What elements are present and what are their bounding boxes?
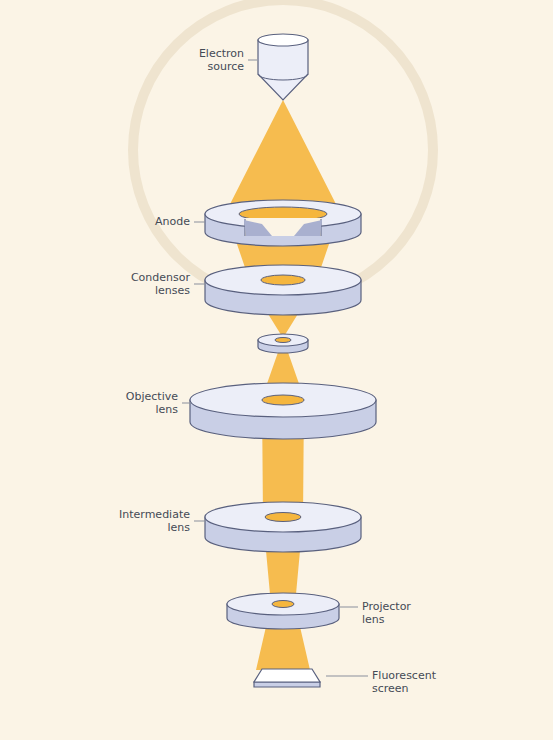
screen-top: [254, 669, 320, 682]
leader-line: [248, 60, 257, 61]
leader-line: [194, 521, 206, 522]
objective-label: Objective lens: [116, 390, 178, 416]
condenser-lens-hole: [261, 275, 305, 285]
leader-line: [194, 222, 205, 223]
source-rim: [258, 74, 308, 80]
leader-line: [326, 676, 368, 677]
condenser-lens-top: [205, 265, 361, 295]
intermediate-label: Intermediate lens: [108, 508, 190, 534]
projector-lens: [227, 593, 339, 629]
leader-line: [194, 284, 206, 285]
anode-cutout: [245, 218, 321, 236]
anode-label: Anode: [130, 215, 190, 228]
intermediate-lens: [205, 502, 361, 552]
condenser-label: Condensor lenses: [116, 271, 190, 297]
anode-cutout-edge: [245, 219, 321, 236]
projector-lens-hole: [272, 601, 294, 608]
condenser-aperture-hole: [275, 338, 291, 343]
leader-line: [340, 607, 358, 608]
projector-lens-top: [227, 593, 339, 615]
objective-lens-top: [190, 383, 376, 417]
electron-source: [258, 34, 308, 100]
anode-inner-wall: [294, 220, 322, 236]
leader-lines: [182, 60, 368, 676]
objective-lens: [190, 383, 376, 439]
anode-inner-wall: [244, 220, 272, 236]
objective-lens-hole: [262, 395, 304, 405]
leader-line: [182, 403, 191, 404]
source-top: [258, 34, 308, 46]
condenser-aperture-top: [258, 334, 308, 346]
source-body: [258, 40, 308, 100]
screen-label: Fluorescent screen: [372, 669, 456, 695]
intermediate-lens-top: [205, 502, 361, 532]
anode: [205, 200, 361, 246]
condenser-lens: [205, 265, 361, 315]
fluorescent-screen: [254, 669, 320, 687]
intermediate-lens-hole: [265, 513, 301, 522]
projector-label: Projector lens: [362, 600, 432, 626]
screen-side: [254, 682, 320, 687]
source-label: Electron source: [182, 47, 244, 73]
condenser-aperture: [258, 334, 308, 353]
